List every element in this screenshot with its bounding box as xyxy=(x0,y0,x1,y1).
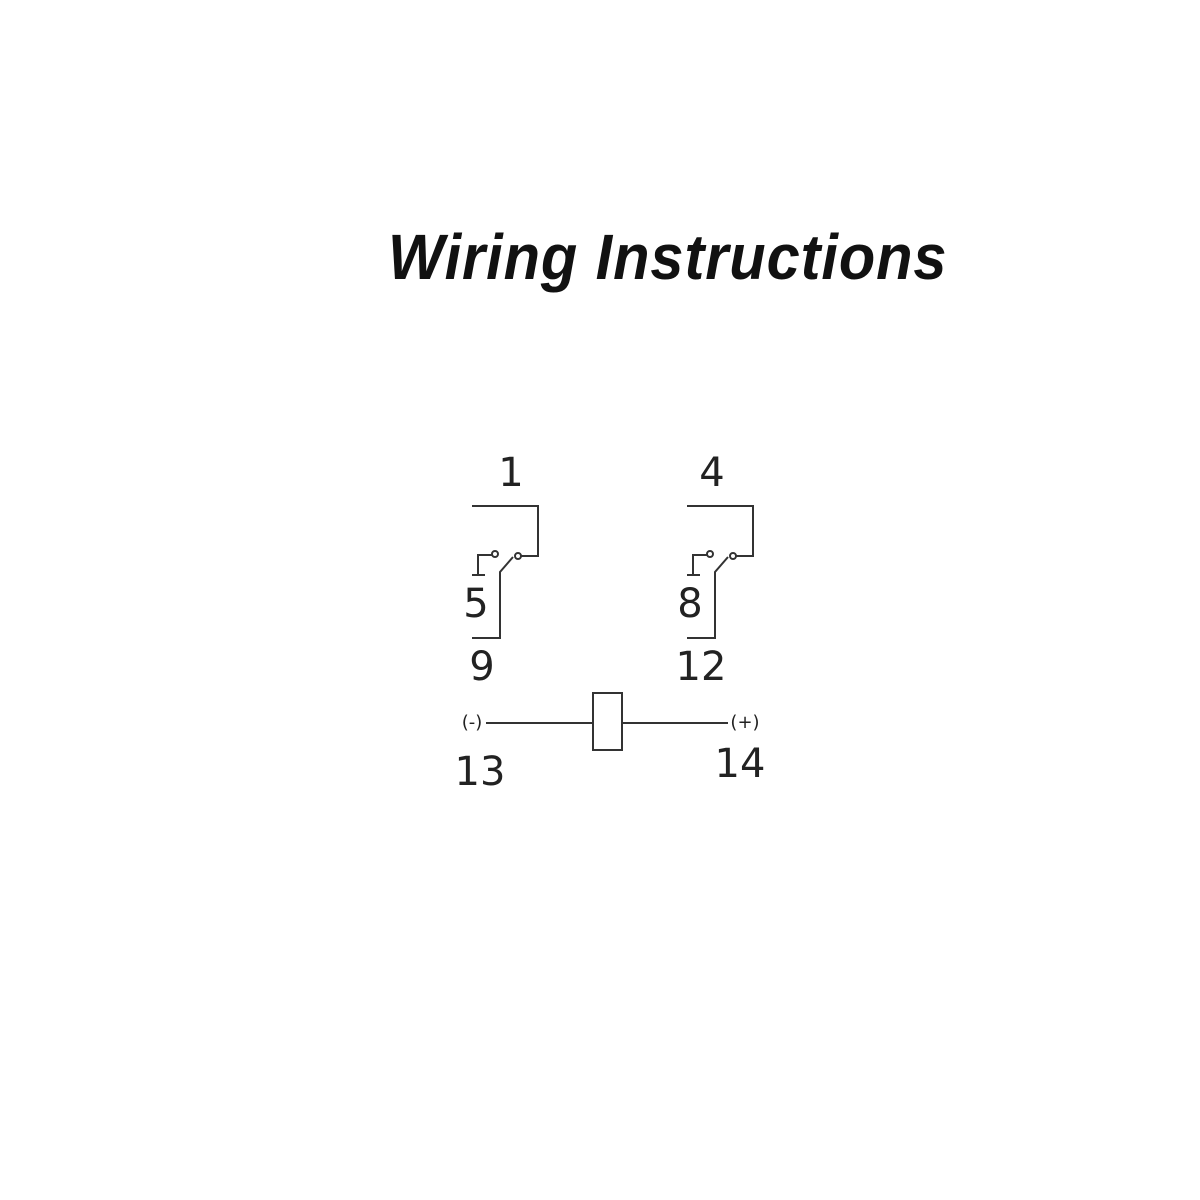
terminal-label-9: 9 xyxy=(469,644,494,690)
terminal-label-1: 1 xyxy=(498,450,523,496)
page-title: Wiring Instructions xyxy=(388,221,948,293)
terminal-label-13: 13 xyxy=(455,749,506,795)
terminal-label-4: 4 xyxy=(699,450,724,496)
terminal-label-5: 5 xyxy=(463,581,488,627)
coil-symbol xyxy=(592,692,623,751)
relay-coil: (-) (+) 13 14 xyxy=(455,692,766,795)
relay-contact-2: 4 8 12 xyxy=(676,450,754,690)
positive-symbol: (+) xyxy=(730,712,759,733)
relay-contact-1: 1 5 9 xyxy=(463,450,539,690)
terminal-label-8: 8 xyxy=(677,581,702,627)
terminal-label-14: 14 xyxy=(715,741,766,787)
terminal-label-12: 12 xyxy=(676,644,727,690)
negative-symbol: (-) xyxy=(462,712,483,733)
